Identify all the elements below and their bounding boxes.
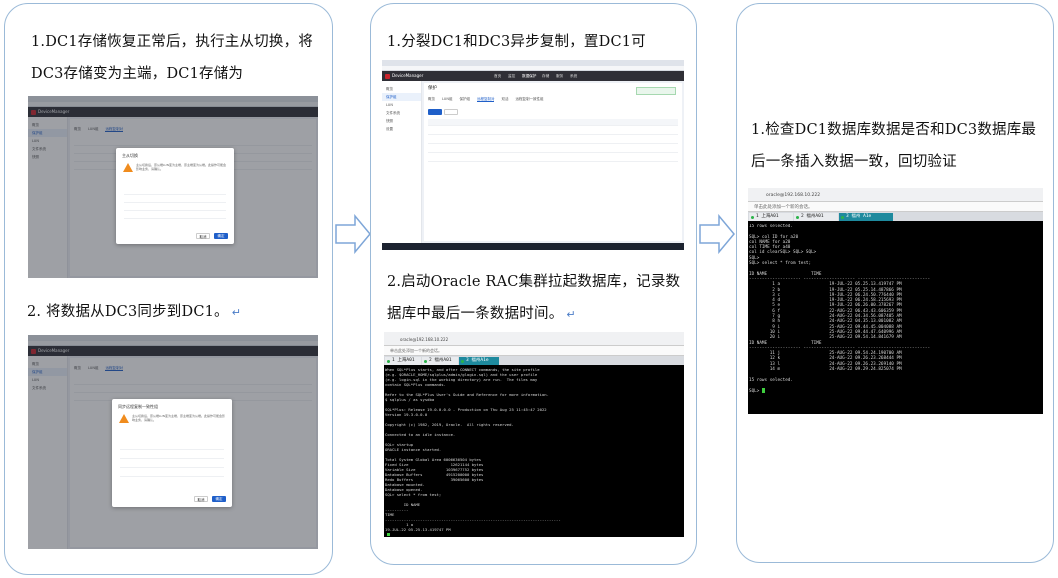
cancel-button[interactable]: 取消 [194, 496, 208, 502]
warning-icon [123, 163, 133, 172]
step-card-2: 1.分裂DC1和DC3异步复制，置DC1可 DeviceManager 首页 监… [370, 3, 697, 565]
terminal-tab-1[interactable]: 1 上海A01 [749, 213, 793, 221]
terminal-line: 20 i 25-AUG-22 09.54.14.841679 AM [749, 335, 902, 341]
terminal-line: When SQL*Plus starts, and after CONNECT … [385, 367, 540, 372]
terminal-line: 5 e 19-JUL-22 06.26.00.378267 PM [749, 303, 902, 309]
terminal-line: col TIME for a40 [749, 245, 791, 251]
terminal-line: 10 i 25-AUG-22 09.44.47.640996 AM [749, 329, 902, 335]
terminal-line: 14 m 24-AUG-22 09.29.24.825074 PM [749, 367, 902, 373]
step-text-start-rac: 2.启动Oracle RAC集群拉起数据库，记录数据库中最后一条数据时间。↵ [387, 274, 681, 322]
terminal-tab-3[interactable]: 3 福州A1e [459, 357, 499, 365]
terminal-output: When SQL*Plus starts, and after CONNECT … [385, 367, 683, 536]
terminal-line: SQL> select * from test; [749, 261, 812, 267]
arrow-right-icon [699, 214, 735, 254]
terminal-line: Version 19.3.0.0.0 [385, 412, 428, 417]
terminal-line: -------------------- -------------------… [749, 276, 931, 282]
os-taskbar [382, 243, 684, 250]
terminal-line: (e.g. $ORACLE_HOME/sqlplus/admin/glogin.… [385, 372, 538, 377]
terminal-line: (e.g. login.sql in the working directory… [385, 377, 538, 382]
terminal-line: 9 i 25-AUG-22 09.44.45.004088 AM [749, 324, 902, 330]
terminal-line: ORACLE instance started. [385, 447, 442, 452]
terminal-line: 13 l 24-AUG-22 09.26.23.269140 PM [749, 361, 902, 367]
step-text-switchover: 1.DC1存储恢复正常后，执行主从切换，将DC3存储变为主端，DC1存储为 [31, 34, 313, 82]
terminal-line: ----------------------------------------… [385, 517, 561, 522]
terminal-tab-3[interactable]: 3 福州 A1e [839, 213, 893, 221]
terminal-line: 15 rows selected. [749, 224, 793, 229]
terminal-line: $ sqlplus / as sysdba [385, 397, 435, 402]
switch-dialog: 主从切换 主从切换后，原从端LUN变为主端，原主端变为从端。此操作可能会影响业务… [116, 148, 234, 244]
terminal-line: 1 a [385, 522, 414, 527]
terminal-line: 12 k 24-AUG-22 09.26.23.268444 PM [749, 356, 902, 362]
terminal-line: SQL> [749, 388, 1042, 394]
terminal-line: Copyright (c) 1982, 2019, Oracle. All ri… [385, 422, 514, 427]
terminal-line: 11 j 25-AUG-22 09.54.24.190700 AM [749, 351, 902, 357]
terminal-line: Connected to an idle instance. [385, 432, 456, 437]
terminal-line: ID NAME TIME [749, 271, 822, 277]
terminal-line: 3 c 19-JUL-22 06.24.50.776440 PM [749, 292, 902, 298]
terminal-line: 1 a 19-JUL-22 05.25.13.419747 PM [749, 282, 902, 288]
step-card-3: 1.检查DC1数据库数据是否和DC3数据库最后一条插入数据一致，回切验证 ora… [736, 3, 1054, 563]
terminal-line: Variable Size 1039677752 bytes [385, 467, 484, 472]
terminal-line: Database opened. [385, 487, 423, 492]
terminal-line: TIME [385, 512, 395, 517]
terminal-line: -------------------- -------------------… [749, 345, 931, 351]
terminal-screenshot-verify: oracle@192.168.10.222 单击此处添加一个新的会话。 1 上海… [748, 188, 1043, 414]
step-card-1: 1.DC1存储恢复正常后，执行主从切换，将DC3存储变为主端，DC1存储为 De… [4, 3, 333, 575]
terminal-tab-2[interactable]: 2 福州A01 [422, 357, 458, 365]
terminal-line: SQL> col ID for a20 [749, 234, 799, 240]
terminal-line: ID NAME [385, 502, 421, 507]
terminal-line: 19-JUL-22 05.25.13.419747 PM [385, 527, 451, 532]
terminal-line: SQL> select * from test; [385, 492, 442, 497]
terminal-line: 7 g 24-AUG-22 04.34.56.087405 AM [749, 314, 902, 320]
confirm-button[interactable]: 确定 [212, 496, 226, 502]
terminal-line: col NAME for a20 [749, 239, 791, 245]
terminal-line: contain SQL*Plus commands. [385, 382, 446, 387]
terminal-line: Fixed Size 12621144 bytes [385, 462, 484, 467]
terminal-line: Refer to the SQL*Plus User's Guide and R… [385, 392, 549, 397]
terminal-line: SQL> [749, 255, 760, 261]
terminal-line: 6 f 22-AUG-22 06.43.43.606359 PM [749, 308, 902, 314]
brand-logo: DeviceManager [31, 109, 69, 115]
arrow-right-icon [335, 214, 371, 254]
terminal-screenshot-startup: oracle@192.168.10.222 单击此处添加一个新的会话。 1 上海… [384, 332, 684, 537]
warning-icon [119, 414, 129, 423]
terminal-line: SQL*Plus: Release 19.0.0.0.0 - Productio… [385, 407, 547, 412]
terminal-line: 2 b 19-JUL-22 05.25.14.487866 PM [749, 287, 902, 293]
terminal-line: SQL> startup [385, 442, 414, 447]
cursor-icon [761, 388, 765, 394]
terminal-line: ID NAME TIME [749, 340, 822, 346]
terminal-line: Database mounted. [385, 482, 425, 487]
terminal-line: Database Buffers 4915200000 bytes [385, 472, 484, 477]
terminal-line: ---------- [385, 507, 409, 512]
terminal-line: Redo Buffers 39065600 bytes [385, 477, 484, 482]
cursor-icon [387, 532, 391, 536]
terminal-tab-2[interactable]: 2 福州A01 [794, 213, 838, 221]
step-text-verify: 1.检查DC1数据库数据是否和DC3数据库最后一条插入数据一致，回切验证 [751, 122, 1037, 170]
terminal-line: 8 h 24-AUG-22 04.35.13.001082 AM [749, 319, 902, 325]
sync-dialog: 同步远程复制一致性组 主从切换后，原从端LUN变为主端，原主端变为从端。此操作可… [112, 399, 232, 507]
terminal-line: 15 rows selected. [749, 377, 793, 383]
terminal-line: Total System Global Area 6006636504 byte… [385, 457, 482, 462]
terminal-line [385, 532, 683, 536]
step-text-split-replication: 1.分裂DC1和DC3异步复制，置DC1可 [387, 34, 646, 50]
storage-manager-screenshot-split: DeviceManager 首页 监控 数据保护 存储 服务 系统 概览 保护组… [382, 60, 684, 250]
cancel-button[interactable]: 取消 [196, 233, 210, 239]
terminal-line: col id clearSQL> SQL> SQL> [749, 250, 817, 256]
terminal-tab-1[interactable]: 1 上海A01 [385, 357, 421, 365]
step-text-sync: 2. 将数据从DC3同步到DC1。↵ [27, 304, 242, 320]
confirm-button[interactable]: 确定 [214, 233, 228, 239]
terminal-line: 4 d 19-JUL-22 06.24.58.215693 PM [749, 298, 902, 304]
